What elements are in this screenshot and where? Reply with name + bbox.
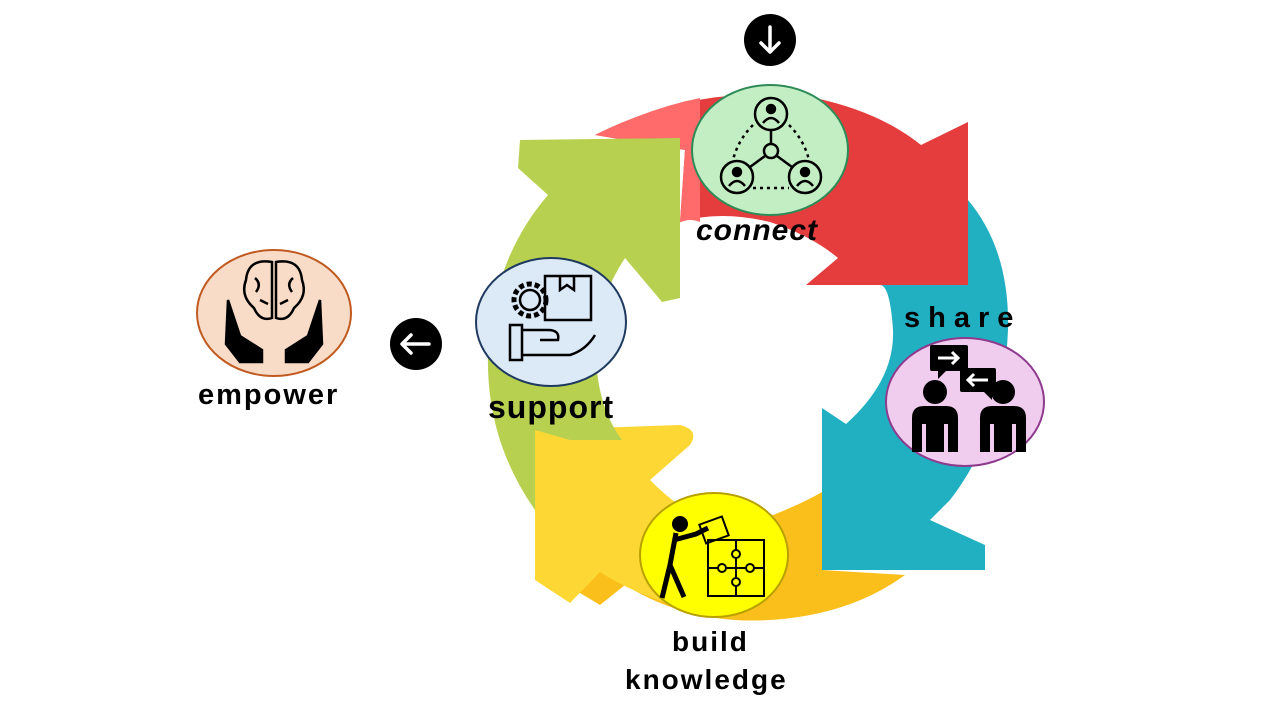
build-knowledge-label-line1: build — [672, 626, 749, 657]
support-badge — [475, 257, 627, 387]
empower-label: empower — [198, 379, 340, 411]
arrow-down-icon — [759, 25, 781, 54]
connect-label: connect — [696, 214, 819, 247]
share-badge — [885, 337, 1045, 467]
brain-hands-icon — [224, 260, 324, 364]
gear-hand-box-icon — [508, 274, 597, 362]
build-knowledge-badge — [639, 492, 789, 618]
build-knowledge-label-line2: knowledge — [625, 664, 788, 695]
empower-badge — [196, 249, 352, 377]
support-label: support — [488, 389, 615, 425]
arrow-left-icon — [400, 333, 431, 355]
network-people-icon — [719, 96, 823, 195]
share-label: share — [904, 302, 1022, 334]
people-exchange-icon — [912, 345, 1026, 452]
puzzle-builder-icon — [659, 515, 765, 599]
connect-badge — [691, 84, 849, 216]
entry-arrow-button — [744, 14, 796, 66]
exit-arrow-button — [390, 318, 442, 370]
